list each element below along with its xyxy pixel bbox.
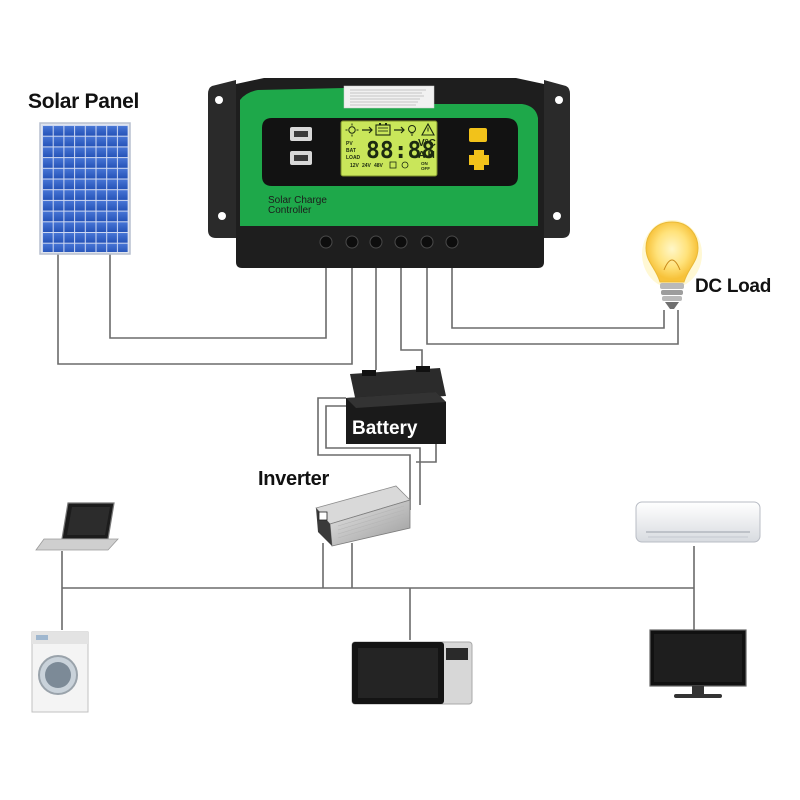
dc-load-label: DC Load [695, 276, 772, 297]
lcd-digits: 88:88 [366, 138, 436, 164]
lcd-battery-icon [375, 123, 391, 136]
terminal-solar-neg [345, 235, 359, 249]
wire-solar-negative [57, 247, 353, 365]
solar-panel-icon [39, 122, 131, 255]
lcd-unit-bottom: A H [418, 150, 435, 161]
wire-inverter-2 [325, 405, 421, 505]
lcd-bulb-icon [408, 125, 416, 136]
lcd-warning-icon [421, 122, 435, 136]
controller-label-line2: Controller [268, 205, 312, 216]
lcd-pv-label: PV [346, 141, 353, 147]
navigation-pad[interactable] [469, 150, 489, 170]
lcd-bat-label: BAT [346, 148, 356, 154]
microwave-icon [351, 641, 473, 705]
controller-label-line1: Solar Charge [268, 195, 327, 206]
solar-panel-label: Solar Panel [28, 90, 140, 113]
lcd-sun-icon [345, 123, 359, 137]
terminal-load-neg [445, 235, 459, 249]
terminal-block [319, 235, 459, 249]
washing-machine-icon [31, 631, 89, 713]
inverter-icon [315, 485, 411, 547]
charge-controller [208, 78, 570, 268]
wire-battery-negative [400, 247, 423, 370]
wire-load-negative [451, 247, 665, 329]
wiring [57, 247, 695, 640]
air-conditioner-icon [635, 501, 761, 543]
terminal-solar-pos [319, 235, 333, 249]
laptop-icon [35, 502, 119, 551]
mount-hole [218, 212, 226, 220]
mount-hole [215, 96, 223, 104]
battery-icon [346, 366, 446, 444]
light-bulb-icon [642, 220, 702, 309]
lcd-on-label: ON [421, 161, 428, 166]
terminal-battery-neg [394, 235, 408, 249]
lcd-off-label: OFF [421, 166, 430, 171]
controller-label: Solar Charge Controller [268, 196, 348, 216]
lcd-12v-label: 12V [350, 163, 359, 169]
lcd-load-label: LOAD [346, 155, 361, 161]
battery-label: Battery [352, 418, 418, 439]
terminal-battery-pos [369, 235, 383, 249]
mount-hole [555, 96, 563, 104]
wire-inverter-1 [317, 397, 411, 510]
lcd-24v-label: 24V [362, 163, 371, 169]
lcd-timer-icons [389, 161, 409, 169]
spec-sticker [343, 85, 435, 109]
lcd-48v-label: 48V [374, 163, 383, 169]
inverter-label: Inverter [258, 468, 329, 490]
terminal-load-pos [420, 235, 434, 249]
monitor-icon [649, 629, 747, 698]
mount-hole [553, 212, 561, 220]
set-button[interactable] [469, 128, 487, 142]
wire-load-positive [426, 247, 679, 345]
wire-solar-positive [109, 247, 327, 339]
lcd-unit-top: V°C [418, 138, 436, 149]
